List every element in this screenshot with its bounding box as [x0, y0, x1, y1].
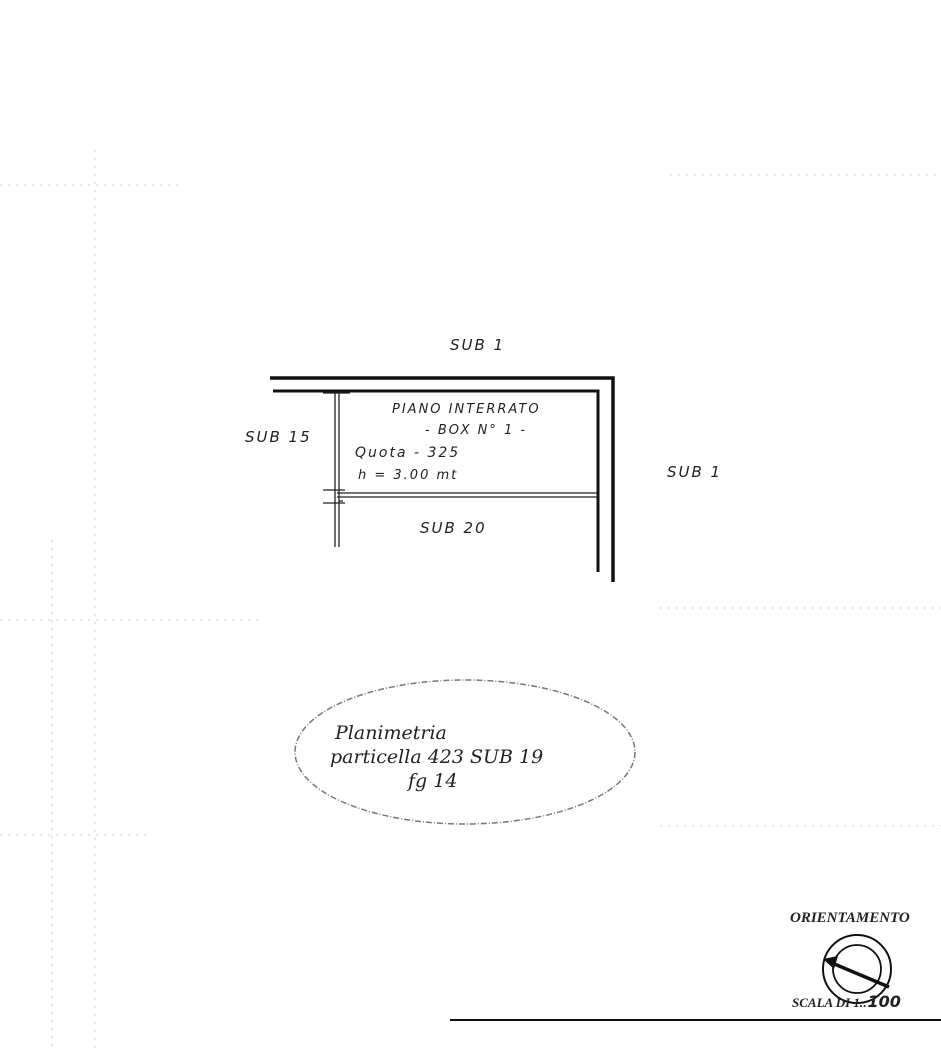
- label-sub-bottom: SUB 20: [420, 519, 487, 537]
- room-title: PIANO INTERRATO: [392, 402, 541, 417]
- faint-guide-lines: [0, 150, 941, 1050]
- label-sub-top: SUB 1: [450, 336, 506, 354]
- label-sub-right: SUB 1: [667, 463, 723, 481]
- stamp-line-1: Planimetria: [335, 722, 447, 744]
- outer-wall: [270, 376, 615, 582]
- compass-icon: [822, 934, 892, 1004]
- stamp-line-3: fg 14: [408, 770, 458, 792]
- scale-label-text: SCALA DI 1.:: [792, 995, 868, 1010]
- stamp-line-2: particella 423 SUB 19: [330, 746, 544, 768]
- label-sub-left: SUB 15: [245, 428, 312, 446]
- room-height: h = 3.00 mt: [358, 468, 459, 483]
- left-partition-wall: [323, 391, 350, 547]
- orientation-label: ORIENTAMENTO: [790, 910, 910, 926]
- stamp-ellipse: [294, 679, 636, 825]
- room-box-number: - BOX N° 1 -: [425, 423, 528, 438]
- interior-partition-wall: [323, 489, 598, 504]
- room-quota: Quota - 325: [355, 445, 461, 461]
- scale-label: SCALA DI 1.:100: [792, 992, 901, 1011]
- scale-value: 100: [867, 992, 901, 1011]
